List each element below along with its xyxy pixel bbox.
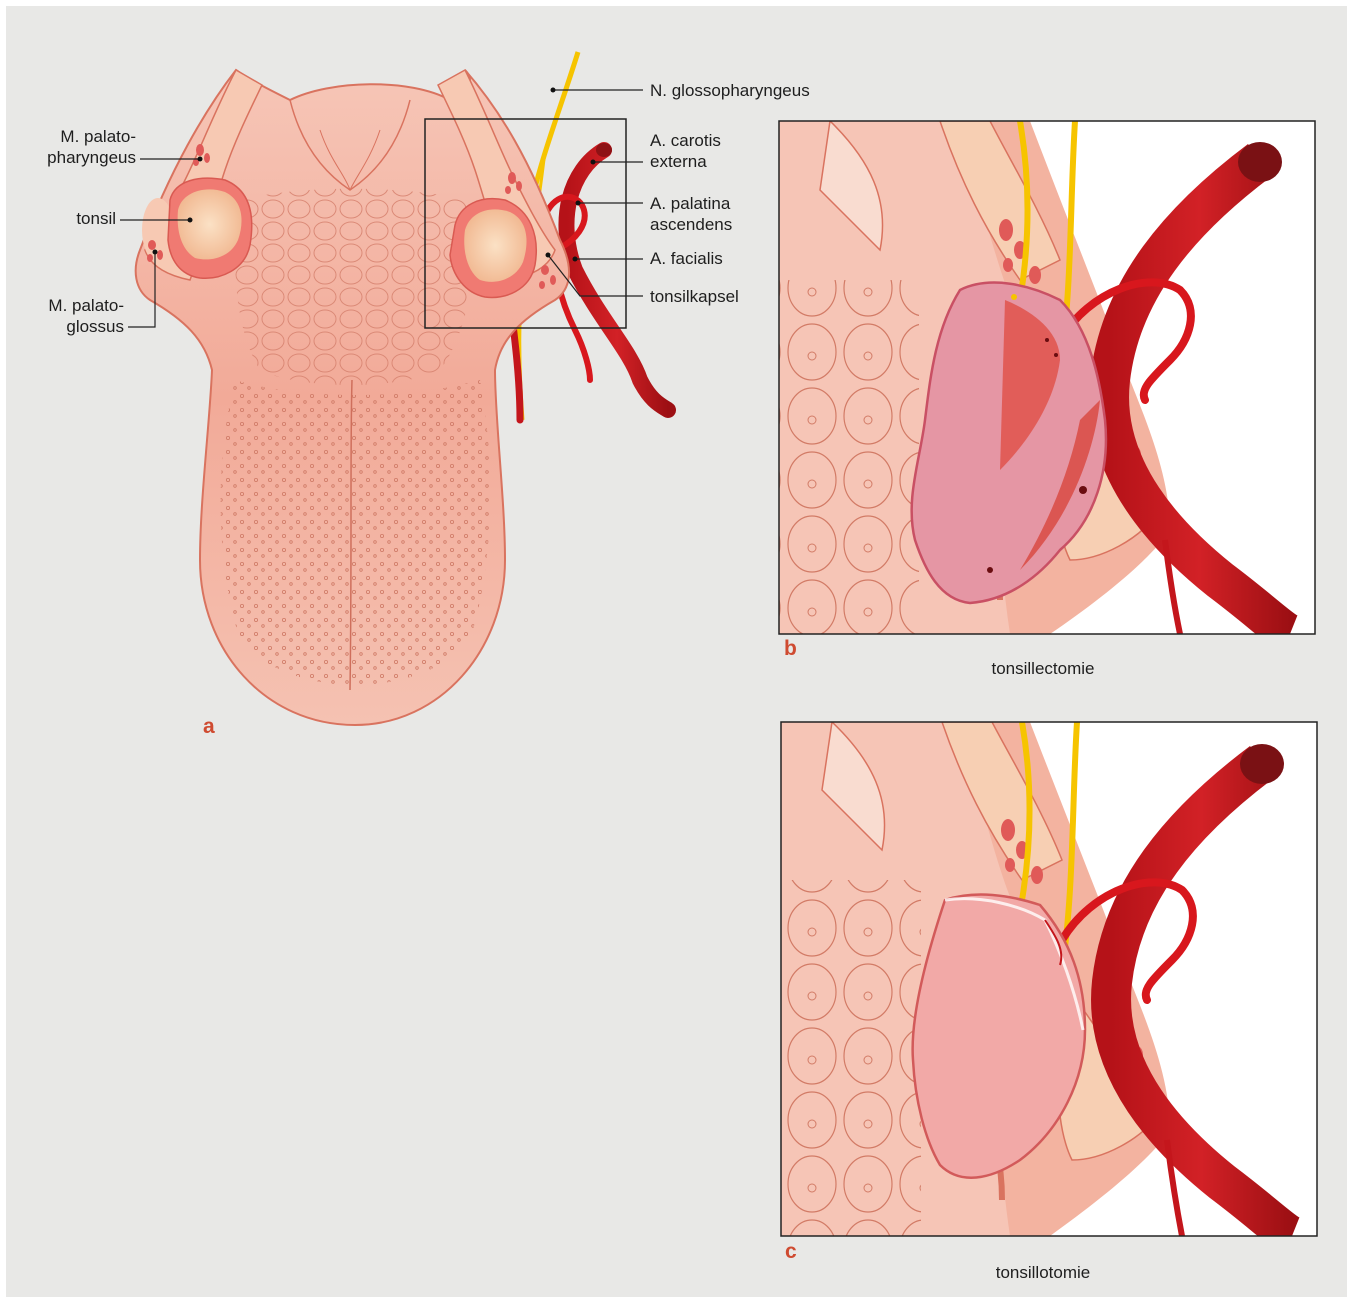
label-tonsil: tonsil xyxy=(30,208,116,229)
carotis-lumen xyxy=(596,143,612,157)
label-palatina-line1: A. palatina xyxy=(650,193,732,214)
panel-letter-b: b xyxy=(784,637,797,661)
right-tonsil xyxy=(464,209,526,282)
label-glossopharyngeus: N. glossopharyngeus xyxy=(650,80,810,101)
label-palatina-line2: ascendens xyxy=(650,214,732,235)
panel-letter-c: c xyxy=(785,1240,797,1264)
lingual-tonsil-area xyxy=(235,189,474,385)
panel-b-illustration xyxy=(779,121,1315,634)
papillae-area xyxy=(221,380,491,685)
panel-c-illustration xyxy=(781,722,1317,1236)
label-palatoglossus-line1: M. palato- xyxy=(30,295,124,316)
label-carotis-line2: externa xyxy=(650,151,721,172)
label-carotis-line1: A. carotis xyxy=(650,130,721,151)
label-carotis: A. carotis externa xyxy=(650,130,721,172)
label-palatopharyngeus: M. palato- pharyngeus xyxy=(30,126,136,168)
caption-tonsillectomie: tonsillectomie xyxy=(943,659,1143,679)
label-palatoglossus-line2: glossus xyxy=(30,316,124,337)
label-palatina: A. palatina ascendens xyxy=(650,193,732,235)
caption-tonsillotomie: tonsillotomie xyxy=(943,1263,1143,1283)
panel-letter-a: a xyxy=(203,715,215,739)
label-palatopharyngeus-line1: M. palato- xyxy=(30,126,136,147)
label-palatoglossus: M. palato- glossus xyxy=(30,295,124,337)
label-palatopharyngeus-line2: pharyngeus xyxy=(30,147,136,168)
label-facialis: A. facialis xyxy=(650,248,723,269)
label-tonsilkapsel: tonsilkapsel xyxy=(650,286,739,307)
left-tonsil xyxy=(178,189,242,259)
